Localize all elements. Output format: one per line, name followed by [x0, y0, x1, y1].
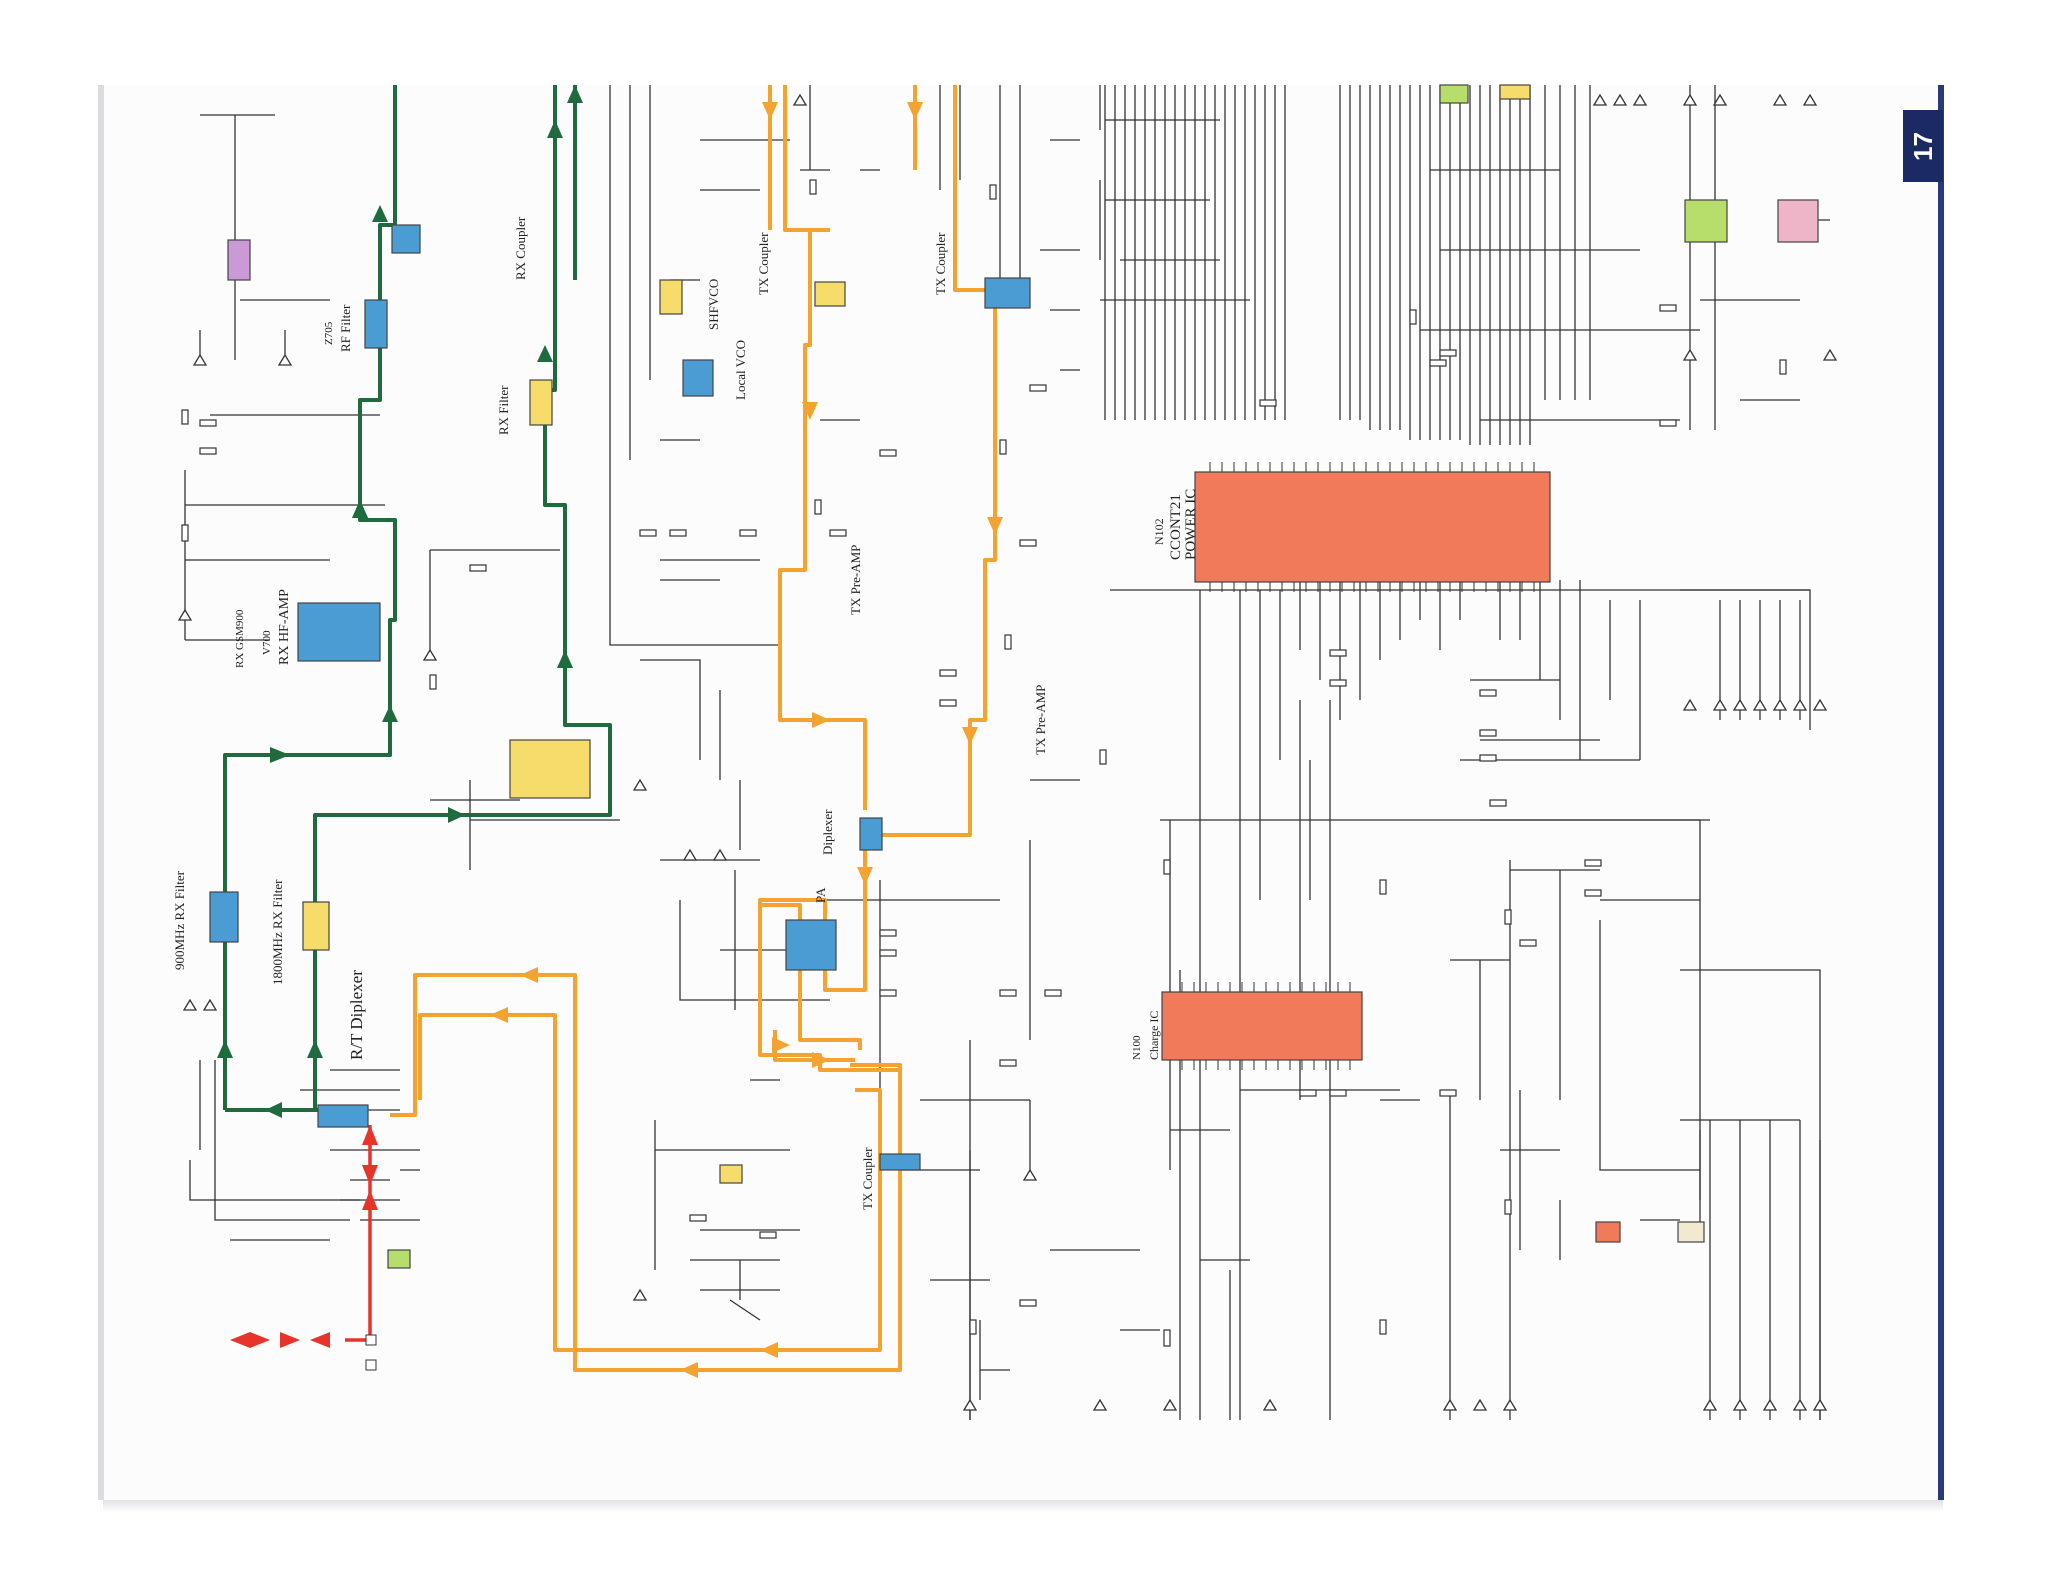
pa-block — [785, 919, 837, 971]
charge-ic-block — [1161, 991, 1363, 1061]
component-labels: 900MHz RX Filter 1800MHz RX Filter R/T D… — [172, 216, 1199, 1210]
label-n100: N100 — [1131, 1035, 1143, 1060]
diplexer-block — [859, 817, 883, 851]
label-v700: V700 — [261, 630, 273, 655]
tx-coupler-3-block — [879, 1153, 921, 1171]
rx-signal-path — [223, 85, 612, 1112]
terminal-symbols — [177, 93, 1838, 1411]
label-tx-coupler-3: TX Coupler — [860, 1147, 875, 1210]
label-tx-coupler-1: TX Coupler — [756, 232, 771, 295]
label-pa: PA — [813, 887, 828, 903]
label-tx-preamp-1: TX Pre-AMP — [848, 545, 863, 615]
z705-top-block — [391, 224, 421, 254]
green-top-block — [1439, 84, 1469, 104]
rx-filter-block — [529, 379, 553, 426]
passive-components — [181, 179, 1787, 1347]
purple-block — [227, 239, 251, 281]
page-edge-strip — [1938, 85, 1944, 1500]
page-shadow-left — [98, 85, 104, 1500]
label-charge-ic: Charge IC — [1147, 1011, 1161, 1060]
label-rx-900-filter: 900MHz RX Filter — [172, 870, 187, 970]
label-rf-filter: RF Filter — [338, 304, 353, 352]
ic-blocks — [209, 84, 1819, 1269]
rx-gsm-mixer-block — [509, 739, 591, 799]
label-local-vco: Local VCO — [733, 340, 748, 400]
label-rx-filter: RX Filter — [496, 385, 511, 435]
shf-vco-block — [659, 279, 683, 315]
page-shadow-bottom — [103, 1500, 1943, 1512]
label-rt-diplexer: R/T Diplexer — [347, 970, 366, 1060]
label-n102: N102 — [1152, 518, 1166, 545]
small-yellow-block — [719, 1164, 743, 1184]
rx-arrows — [217, 85, 583, 1118]
label-ccont21: CCONT21 — [1168, 494, 1184, 560]
label-rx-hf-amp: RX HF-AMP — [277, 589, 292, 665]
label-rx-1800-filter: 1800MHz RX Filter — [270, 879, 285, 985]
small-beige-block — [1677, 1221, 1705, 1243]
tx-signal-path — [390, 85, 997, 1372]
pink-right-block — [1777, 199, 1819, 243]
ic-pins — [1169, 462, 1535, 1070]
label-tx-preamp-2: TX Pre-AMP — [1033, 685, 1048, 755]
rx-900-filter-block — [209, 891, 239, 943]
small-orange-block — [1595, 1221, 1621, 1243]
page-number-tab: 17 — [1903, 110, 1943, 182]
label-power-ic: POWER IC — [1183, 489, 1199, 560]
yellow-top-block — [1499, 84, 1531, 100]
tx-arrows — [490, 102, 1003, 1378]
label-diplexer: Diplexer — [820, 809, 835, 855]
antenna-switch-block — [387, 1249, 411, 1269]
green-right-block — [1684, 199, 1728, 243]
tx-coupler-2-block — [984, 277, 1031, 309]
power-ic-block — [1194, 471, 1551, 583]
rx-1800-filter-block — [302, 901, 330, 951]
rt-diplexer-block — [317, 1104, 369, 1128]
rx-hf-amp-block — [297, 602, 381, 662]
rf-filter-block — [364, 299, 388, 349]
tx-coupler-1-block — [814, 281, 846, 307]
label-tx-coupler-2: TX Coupler — [933, 232, 948, 295]
label-shf-vco: SHFVCO — [706, 279, 721, 330]
label-rx-gsm900: RX GSM900 — [234, 609, 246, 668]
antenna-path — [230, 1125, 378, 1371]
thin-wiring — [184, 85, 1830, 1420]
local-vco-block — [682, 359, 714, 397]
label-rx-coupler: RX Coupler — [513, 216, 528, 280]
label-z705: Z705 — [323, 321, 335, 345]
